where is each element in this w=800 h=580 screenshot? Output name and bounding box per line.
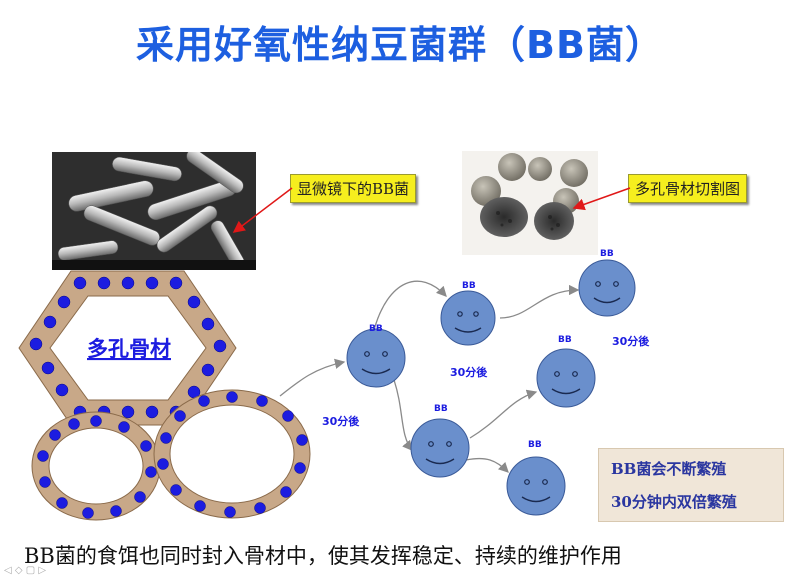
arrow-cell3-to-cell5 — [469, 389, 538, 439]
cell-1-label: BB — [369, 324, 383, 334]
interval-label-3: 30分後 — [612, 334, 650, 348]
cell-1 — [346, 328, 406, 388]
arrow-cell3-to-cell6 — [465, 457, 509, 473]
interval-label-2: 30分後 — [450, 365, 488, 379]
arrow-ring-to-cell1 — [279, 358, 346, 397]
microscope-callout: 显微镜下的BB菌 — [290, 174, 417, 203]
cell-2 — [440, 290, 496, 346]
hexagon-label: 多孔骨材 — [87, 337, 171, 361]
ring-small-dots — [37, 415, 157, 519]
cell-4-label: BB — [600, 249, 614, 259]
cell-3-label: BB — [434, 404, 448, 414]
cell-6 — [506, 456, 566, 516]
note-line-2: 30分钟内双倍繁殖 — [611, 493, 737, 511]
note-line-1: BB菌会不断繁殖 — [611, 460, 727, 478]
material-pointer-arrow — [572, 187, 631, 211]
material-callout: 多孔骨材切割图 — [628, 174, 748, 203]
growth-diagram: 多孔骨材 BB BB BB BB BB BB 30分後 30分後 30分後 — [18, 187, 650, 521]
arrow-cell1-to-cell3 — [393, 379, 413, 451]
arrow-cell1-to-cell2 — [373, 280, 447, 331]
microscope-photo — [52, 152, 256, 270]
cell-2-label: BB — [462, 281, 476, 291]
ring-large-dots — [157, 391, 308, 518]
cell-3 — [410, 418, 470, 478]
cell-5 — [536, 348, 596, 408]
page-title: 采用好氧性纳豆菌群（BB菌） — [136, 23, 664, 67]
growth-note-box: BB菌会不断繁殖 30分钟内双倍繁殖 — [598, 448, 784, 522]
cell-6-label: BB — [528, 440, 542, 450]
bottom-caption: BB菌的食饵也同时封入骨材中，使其发挥稳定、持续的维护作用 — [24, 544, 622, 568]
arrow-cell2-to-cell4 — [499, 284, 580, 319]
interval-label-1: 30分後 — [322, 414, 360, 428]
cell-5-label: BB — [558, 335, 572, 345]
microscope-pointer-arrow — [232, 187, 293, 233]
cell-4 — [578, 259, 636, 317]
slide-nav-icons[interactable]: ◁ ◇ ▢ ▷ — [4, 565, 47, 576]
hexagon-dots — [29, 276, 227, 419]
